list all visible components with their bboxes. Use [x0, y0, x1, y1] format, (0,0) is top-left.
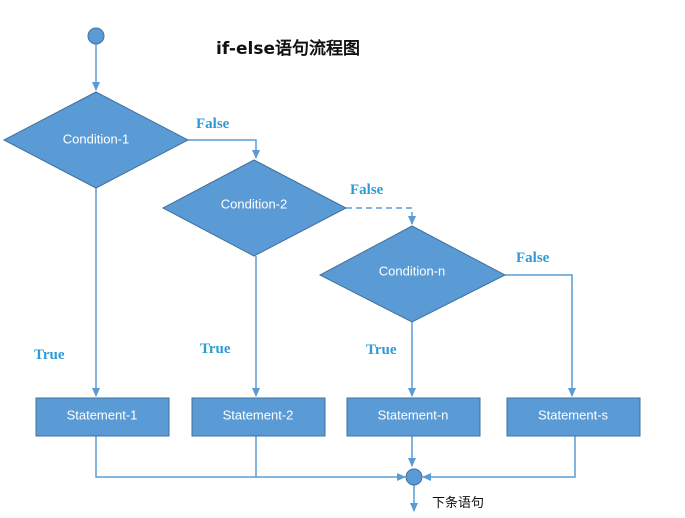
- statement-2-label: Statement-2: [223, 407, 294, 422]
- diagram-title: if-else语句流程图: [216, 38, 360, 59]
- next-statement-label: 下条语句: [432, 495, 484, 511]
- condition-n-false-arrow: [505, 274, 576, 397]
- true-label-condition-2: True: [200, 341, 231, 357]
- condition-2-diamond: [161, 159, 348, 257]
- statement-n-label: Statement-n: [378, 407, 449, 422]
- condition-1-false-arrow: [188, 139, 260, 159]
- merge-node: [405, 468, 423, 486]
- statement-s-merge-line: [422, 436, 576, 481]
- statement-s-box: [506, 397, 641, 437]
- statement-s-label: Statement-s: [538, 407, 609, 422]
- condition-2-label: Condition-2: [221, 196, 288, 211]
- true-label-condition-n: True: [366, 342, 397, 358]
- start-node: [87, 27, 105, 45]
- condition-n-diamond: [318, 225, 507, 323]
- statement-2-box: [191, 397, 326, 437]
- condition-n-label: Condition-n: [379, 263, 446, 278]
- statement-n-box: [346, 397, 481, 437]
- true-label-condition-1: True: [34, 347, 65, 363]
- statement-1-label: Statement-1: [67, 407, 138, 422]
- false-label-condition-1: False: [196, 116, 230, 132]
- statement-1-merge-line: [95, 436, 406, 481]
- condition-2-false-arrow: [346, 207, 416, 225]
- condition-1-label: Condition-1: [63, 131, 130, 146]
- false-label-condition-n: False: [516, 250, 550, 266]
- condition-1-diamond: [2, 91, 190, 189]
- false-label-condition-2: False: [350, 182, 384, 198]
- statement-1-box: [35, 397, 170, 437]
- connectors: [92, 44, 576, 512]
